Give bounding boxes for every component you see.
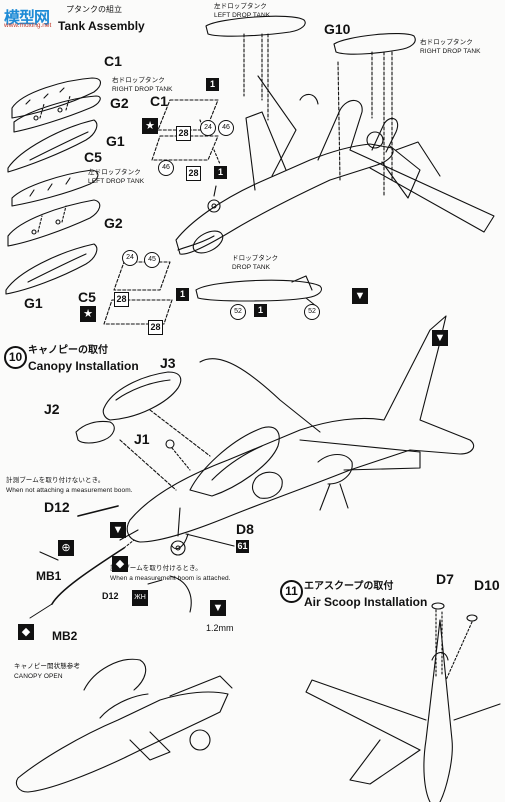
- decal-52-b: 52: [304, 304, 320, 320]
- part-c1-b: C1: [150, 93, 168, 109]
- left-top-tank-en: LEFT DROP TANK: [214, 12, 271, 19]
- right-tank-label-en: RIGHT DROP TANK: [112, 86, 173, 93]
- part-g10: G10: [324, 21, 351, 37]
- decal-28-a: 28: [176, 126, 191, 141]
- decal-61: 61: [236, 540, 249, 553]
- part-g1-b: G1: [24, 295, 43, 311]
- canopy-heading-en: Canopy Installation: [28, 359, 139, 373]
- star-marker-a: ★: [142, 118, 158, 134]
- diamond-marker-a: ◆: [112, 556, 128, 572]
- part-mb2: MB2: [52, 629, 78, 643]
- step-11-badge: 11: [280, 580, 303, 603]
- tank-half-g2-lower: [7, 199, 101, 247]
- aircraft-canopy-view: [119, 315, 475, 556]
- tank-half-g1-upper: [7, 119, 98, 173]
- right-top-tank-en: RIGHT DROP TANK: [420, 48, 481, 55]
- cement-marker-d: ▼: [210, 600, 226, 616]
- drop-tank-heading-jp: プタンクの組立: [66, 5, 122, 14]
- right-tank-label-jp: 右ドロップタンク: [112, 77, 165, 84]
- decal-1-a: 1: [206, 78, 219, 91]
- drop-tank-label-jp: ドロップタンク: [232, 255, 279, 262]
- decal-1-d: 1: [254, 304, 267, 317]
- part-d12: D12: [44, 499, 70, 515]
- tank-half-c1-upper: [11, 77, 102, 119]
- left-top-tank-jp: 左ドロップタンク: [214, 3, 267, 10]
- tank-half-c5: [11, 169, 99, 207]
- pin-marker-a: ⊕: [58, 540, 74, 556]
- cement-marker-a: ▼: [352, 288, 368, 304]
- left-tank-label-en: LEFT DROP TANK: [88, 178, 145, 185]
- part-j1: J1: [134, 431, 150, 447]
- part-d10: D10: [474, 577, 500, 593]
- part-g2-b: G2: [104, 215, 123, 231]
- no-boom-note-en: When not attaching a measurement boom.: [6, 487, 133, 494]
- logo-marker: ЖН: [132, 590, 148, 606]
- part-d7: D7: [436, 571, 454, 587]
- part-j3: J3: [160, 355, 176, 371]
- boom-note-en: When a measurement boom is attached.: [110, 575, 231, 582]
- cement-marker-b: ▼: [432, 330, 448, 346]
- part-d8: D8: [236, 521, 254, 537]
- watermark-logo: 模型网 www.moxing.net: [0, 0, 64, 34]
- part-c5-b: C5: [78, 289, 96, 305]
- canopy-heading-jp: キャノピーの取付: [28, 345, 108, 356]
- drop-tank-heading-en: Tank Assembly: [58, 19, 145, 33]
- decal-1-c: 1: [176, 288, 189, 301]
- aircraft-top-view: [305, 602, 501, 802]
- decal-28-b: 28: [186, 166, 201, 181]
- part-g2-a: G2: [110, 95, 129, 111]
- tank-half-g2-upper: [13, 95, 101, 133]
- size-note: 1.2mm: [206, 623, 234, 633]
- canopy-open-note-en: CANOPY OPEN: [14, 673, 63, 680]
- watermark-url: www.moxing.net: [4, 22, 52, 29]
- diamond-marker-b: ◆: [18, 624, 34, 640]
- watermark-brand: 模型网: [4, 10, 50, 27]
- no-boom-note-jp: 計測ブームを取り付けないとき。: [6, 477, 105, 484]
- decal-46-b: 46: [158, 160, 174, 176]
- aircraft-underside: [175, 75, 495, 255]
- right-top-tank-jp: 右ドロップタンク: [420, 39, 473, 46]
- air-scoop-heading-jp: エアスクープの取付: [304, 581, 394, 592]
- aircraft-canopy-open: [15, 658, 233, 793]
- cement-marker-c: ▼: [110, 522, 126, 538]
- canopy-open-note-jp: キャノピー開状態参考: [14, 663, 80, 670]
- part-c5-a: C5: [84, 149, 102, 165]
- tank-half-g1-lower: [5, 243, 98, 295]
- decal-24-b: 24: [122, 250, 138, 266]
- assembled-drop-tank: [195, 275, 323, 307]
- decal-28-d: 28: [148, 320, 163, 335]
- decal-24-a: 24: [200, 120, 216, 136]
- left-tank-label-jp: 左ドロップタンク: [88, 169, 141, 176]
- boom-note-jp: 計測ブームを取り付けるとき。: [110, 565, 202, 572]
- part-d12-small: D12: [102, 591, 119, 601]
- part-j2: J2: [44, 401, 60, 417]
- decal-28-c: 28: [114, 292, 129, 307]
- part-g1-a: G1: [106, 133, 125, 149]
- part-mb1: MB1: [36, 569, 62, 583]
- star-marker-b: ★: [80, 306, 96, 322]
- air-scoop-heading-en: Air Scoop Installation: [304, 595, 428, 609]
- decal-45: 45: [144, 252, 160, 268]
- decal-46-a: 46: [218, 120, 234, 136]
- part-c1-a: C1: [104, 53, 122, 69]
- decal-1-b: 1: [214, 166, 227, 179]
- drop-tank-label-en: DROP TANK: [232, 264, 271, 271]
- step-10-badge: 10: [4, 346, 27, 369]
- decal-52-a: 52: [230, 304, 246, 320]
